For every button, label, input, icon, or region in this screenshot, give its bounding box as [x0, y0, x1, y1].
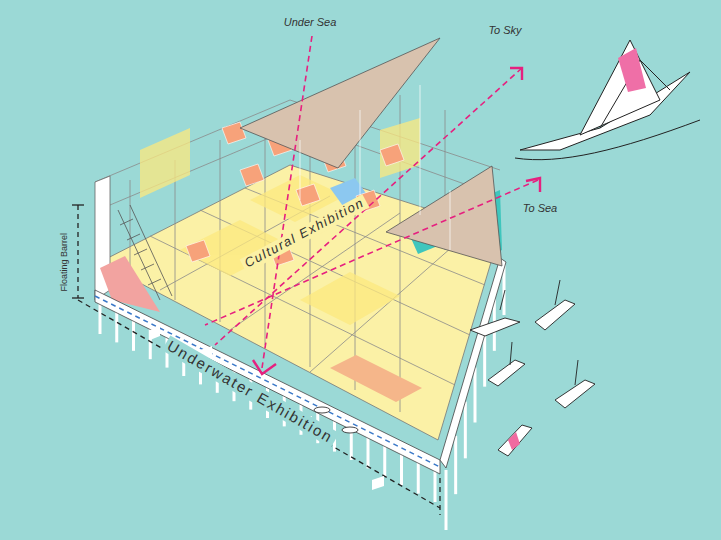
annotation-label: To Sky — [485, 24, 524, 37]
stilt — [132, 319, 135, 351]
sightlines — [205, 36, 540, 374]
boats — [470, 280, 595, 456]
stair-steps — [118, 205, 172, 300]
annotation-label: To Sea — [520, 202, 560, 215]
boat-pink-flag — [508, 432, 520, 450]
stilt — [400, 453, 403, 485]
annotation-label: Under Sea — [281, 16, 340, 29]
deck-band — [95, 290, 440, 474]
stilt — [99, 302, 102, 334]
room-panels — [140, 118, 420, 325]
stilt — [115, 310, 118, 342]
bracket-ticks — [72, 205, 84, 298]
large-boat — [515, 40, 700, 160]
stilt — [454, 436, 457, 494]
lower-floor-patch — [330, 355, 422, 402]
deck-stripe — [95, 296, 440, 467]
right-side-deck — [440, 258, 506, 468]
roof-gable — [240, 38, 440, 168]
stilt — [367, 436, 370, 468]
stilt — [474, 368, 477, 423]
stilt — [483, 333, 486, 386]
underwater-flags — [150, 326, 384, 490]
stilt — [434, 470, 437, 502]
stilt — [464, 402, 467, 459]
annotation-label: Floating Barrel — [59, 230, 69, 295]
roof-gable — [386, 166, 502, 266]
stilt — [417, 462, 420, 494]
stilt — [383, 445, 386, 477]
boat-sail — [618, 48, 646, 92]
stilt — [445, 470, 448, 530]
